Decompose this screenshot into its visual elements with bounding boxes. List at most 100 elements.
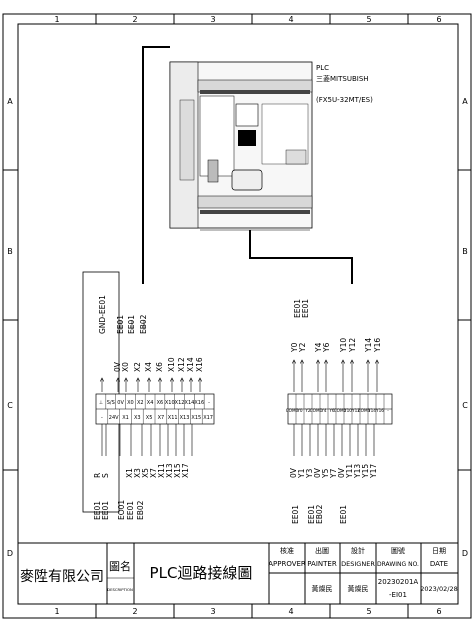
right-bottom-label: Y5 (321, 468, 330, 479)
right-top-label: Y16 (373, 338, 382, 353)
arrow-head (197, 377, 203, 382)
right-terminal-label: Y14 (367, 408, 376, 413)
left-terminal-label: X4 (147, 400, 154, 406)
column-label: 5 (366, 15, 371, 24)
column-label: 3 (210, 15, 215, 24)
designer-label-zh: 設計 (351, 546, 365, 555)
left-terminal-label: X0 (127, 400, 134, 406)
plc-device-image (169, 61, 313, 231)
left-terminal-label: X10 (165, 400, 175, 406)
left-terminal-label-bottom: X5 (146, 415, 153, 421)
left-io-top-label: X16 (195, 357, 204, 372)
right-terminal-label: Y0 (296, 408, 303, 413)
right-bottom-label: 0V (313, 467, 322, 478)
column-label: 6 (436, 607, 441, 616)
right-top-label: Y10 (339, 338, 348, 353)
left-bottom-label: X7 (149, 468, 158, 478)
arrow-head (374, 359, 380, 364)
left-wires (99, 320, 203, 456)
left-terminal-label-bottom: 24V (109, 415, 119, 421)
date-value: 2023/02/28 (420, 585, 457, 593)
right-terminal-label: Y2 (304, 408, 311, 413)
left-io-top-label: 0V (113, 361, 122, 372)
right-cable (249, 230, 353, 284)
right-bottom-label: Y11 (345, 464, 354, 479)
right-top-label: Y6 (322, 342, 331, 353)
approver-label-en: APPROVER (268, 560, 306, 568)
right-bottom-label: Y13 (353, 464, 362, 479)
painter-label-en: PAINTER (307, 560, 337, 568)
right-bottom-label: EE01 (307, 505, 316, 524)
left-io-top-label: X4 (144, 362, 153, 372)
left-bottom-label: X5 (141, 468, 150, 478)
designer-name: 黃燦民 (348, 584, 369, 593)
right-bottom-label: Y3 (305, 468, 314, 479)
left-bottom-label: S (101, 473, 110, 478)
left-terminal-label-bottom: X11 (168, 415, 178, 421)
column-label: 5 (366, 607, 371, 616)
arrow-head (340, 359, 346, 364)
left-top-label: EE01 (116, 315, 125, 334)
left-io-top-label: X6 (155, 362, 164, 372)
left-bottom-label: X15 (173, 463, 182, 478)
arrow-head (365, 359, 371, 364)
left-bottom-label: EE01 (93, 501, 102, 520)
right-bottom-label: Y1 (297, 468, 306, 479)
left-terminal-label-bottom: X1 (122, 415, 129, 421)
row-label: D (7, 549, 13, 558)
arrow-head (99, 377, 105, 382)
row-label: D (462, 549, 468, 558)
right-terminal-label: COM2 (334, 408, 347, 413)
left-top-label: GND-EE01 (98, 295, 107, 334)
right-bottom-label: 0V (289, 467, 298, 478)
right-terminal-label: COM1 (310, 408, 323, 413)
left-terminal-label: X12 (175, 400, 185, 406)
row-label: A (462, 97, 468, 106)
right-terminal-label: - (387, 408, 389, 413)
left-terminal-label-bottom: X13 (180, 415, 190, 421)
right-top-label: Y4 (314, 342, 323, 353)
left-io-top-label: X14 (186, 357, 195, 372)
left-bottom-label: X3 (133, 468, 142, 478)
painter-label-zh: 出圖 (315, 546, 329, 555)
drawing-no-label-zh: 圖號 (391, 546, 405, 555)
left-terminal-label: X2 (137, 400, 144, 406)
outer-border (2, 13, 472, 619)
arrow-head (123, 377, 129, 382)
right-top-label: EE01 (293, 299, 302, 318)
left-terminal-label: X6 (157, 400, 164, 406)
column-label: 3 (210, 607, 215, 616)
left-terminal-label: X14 (185, 400, 195, 406)
row-label: B (7, 247, 13, 256)
left-terminal-label: X16 (194, 400, 204, 406)
right-top-label: Y14 (364, 338, 373, 353)
left-terminal-label-bottom: X3 (134, 415, 141, 421)
left-top-label: EE01 (127, 315, 136, 334)
drawing-title: PLC迴路接線圖 (150, 564, 253, 582)
drawing-name-label-en: DESCRIPTION (107, 587, 133, 592)
date-label-en: DATE (430, 560, 448, 568)
column-label: 1 (54, 607, 59, 616)
left-bottom-label: EB02 (136, 500, 145, 520)
right-terminal-label: Y12 (351, 408, 360, 413)
column-markers-bottom: 1 2 3 4 5 6 (54, 604, 442, 618)
column-markers-top: 1 2 3 4 5 6 (54, 14, 442, 24)
left-bottom-label: X17 (181, 463, 190, 478)
left-io-top-label: X12 (177, 357, 186, 372)
drawing-no-label-en: DRAWING NO. (377, 561, 419, 568)
right-top-label: EE01 (301, 299, 310, 318)
left-terminal-label-bottom: X17 (203, 415, 213, 421)
left-bottom-label: R (93, 473, 102, 478)
right-bottom-label: Y15 (361, 464, 370, 479)
arrow-head (135, 377, 141, 382)
left-terminal-label-bottom: X7 (158, 415, 165, 421)
left-bottom-label: EE01 (126, 501, 135, 520)
row-label: A (7, 97, 13, 106)
drawing-number-line1: 20230201A (378, 578, 419, 586)
designer-label-en: DESIGNER (341, 560, 375, 568)
column-label: 1 (54, 15, 59, 24)
